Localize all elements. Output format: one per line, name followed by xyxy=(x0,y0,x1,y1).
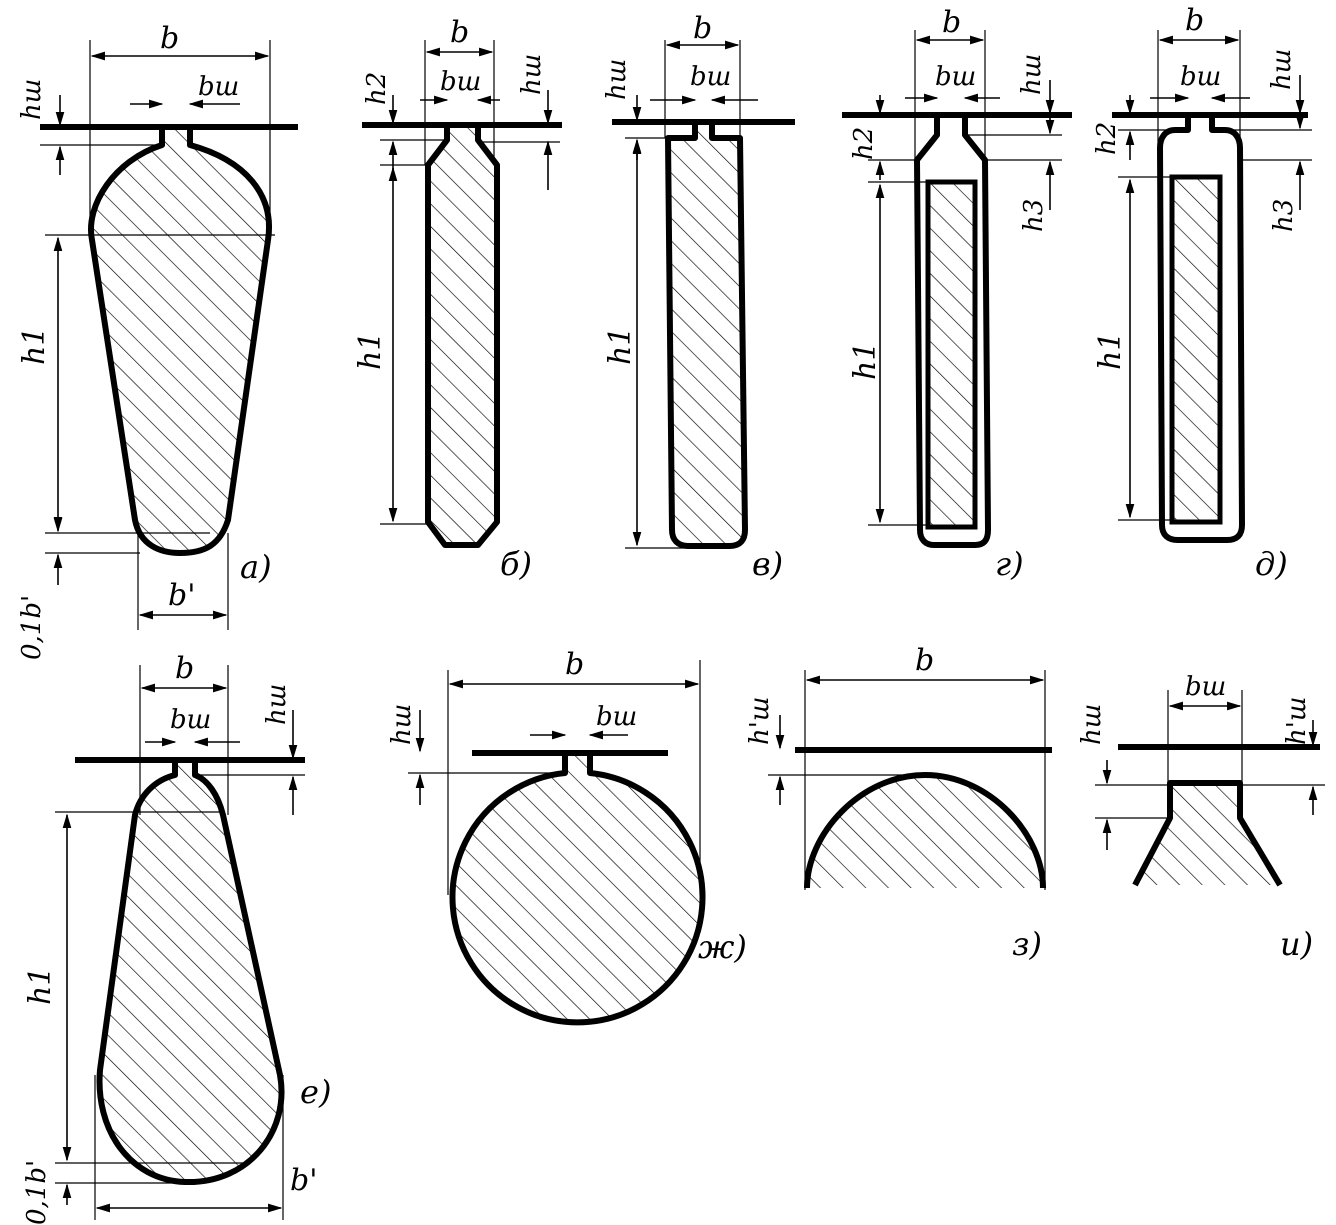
label-h3-d: h3 xyxy=(1269,199,1299,232)
slot-v-outline xyxy=(665,122,748,549)
label-b-v: b xyxy=(693,11,712,46)
caption-e: е) xyxy=(300,1073,331,1111)
label-bsh-i: bш xyxy=(1185,672,1226,702)
label-hsh-e: hш xyxy=(262,684,292,725)
label-bsh-zh: bш xyxy=(596,702,637,732)
caption-d: д) xyxy=(1255,545,1288,583)
label-hsh-g: hш xyxy=(1017,54,1047,95)
label-b-e: b xyxy=(175,651,194,686)
slot-e-outline xyxy=(96,760,285,1186)
slot-g-conductor xyxy=(925,179,978,530)
label-01b-e: 0,1b' xyxy=(22,1160,52,1225)
label-h2-d: h2 xyxy=(1092,122,1122,155)
slot-e: b bш hш h1 0,1b' b' е) xyxy=(22,651,331,1225)
label-h1-e: h1 xyxy=(23,967,58,1005)
label-b-zh: b xyxy=(565,647,584,682)
label-h3-g: h3 xyxy=(1019,199,1049,232)
slot-g-outline xyxy=(914,115,991,548)
slot-zh: b bш hш ж) xyxy=(387,647,747,1026)
slot-i-outline xyxy=(1132,780,1283,887)
slot-z-outline xyxy=(804,772,1046,889)
label-bsh-d: bш xyxy=(1180,62,1221,92)
label-h1-b: h1 xyxy=(353,332,388,370)
label-bsh-e: bш xyxy=(170,705,211,735)
label-bsh-v: bш xyxy=(690,62,731,92)
slot-z: b h'ш з) xyxy=(745,643,1052,963)
slot-d-conductor xyxy=(1169,174,1223,525)
label-bprime-e: b' xyxy=(290,1163,317,1198)
label-hsh-zh: hш xyxy=(387,704,417,745)
label-b-d: b xyxy=(1185,3,1204,38)
caption-g: г) xyxy=(995,545,1024,583)
slot-zh-outline xyxy=(449,753,706,1026)
label-bsh-b: bш xyxy=(440,67,481,97)
slot-g: b bш h2 hш h3 h1 г) xyxy=(842,5,1072,583)
label-hsh-v: hш xyxy=(602,59,632,100)
caption-v: в) xyxy=(752,545,783,583)
label-b-g: b xyxy=(942,5,961,40)
label-bprime-a: b' xyxy=(168,578,195,613)
label-h1-v: h1 xyxy=(603,327,638,365)
label-hsh-prime-i: h'ш xyxy=(1282,696,1312,745)
slot-d: b bш h2 hш h3 h1 д) xyxy=(1092,3,1312,583)
caption-a: а) xyxy=(240,548,272,586)
label-b-b: b xyxy=(450,15,469,50)
caption-i: и) xyxy=(1280,925,1313,963)
label-h1-d: h1 xyxy=(1093,332,1128,370)
label-01b-a: 0,1b' xyxy=(17,595,47,660)
caption-zh: ж) xyxy=(698,928,747,966)
caption-b: б) xyxy=(500,545,532,583)
label-hsh-a: hш xyxy=(17,79,47,120)
label-h1-g: h1 xyxy=(848,342,883,380)
label-b-a: b xyxy=(160,21,179,56)
label-h2-g: h2 xyxy=(849,127,879,160)
slot-b-outline xyxy=(425,125,500,548)
slot-a-outline xyxy=(88,127,272,556)
label-bsh-g: bш xyxy=(935,62,976,92)
label-h1-a: h1 xyxy=(17,327,52,365)
slot-b: b bш h2 hш h1 б) xyxy=(353,15,562,583)
label-hsh-d: hш xyxy=(1267,49,1297,90)
label-b-z: b xyxy=(915,643,934,678)
slot-d-outline xyxy=(1157,115,1245,543)
label-h2-b: h2 xyxy=(362,72,392,105)
slot-a: b bш hш h1 0,1b' b' а) xyxy=(17,21,298,660)
label-hsh-i: hш xyxy=(1077,704,1107,745)
slot-i: bш hш h'ш и) xyxy=(1077,672,1325,963)
slot-v: b bш hш h1 в) xyxy=(602,11,795,583)
label-bsh-a: bш xyxy=(198,72,239,102)
caption-z: з) xyxy=(1012,925,1042,963)
label-hsh-prime-z: h'ш xyxy=(745,696,775,745)
label-hsh-b: hш xyxy=(517,54,547,95)
